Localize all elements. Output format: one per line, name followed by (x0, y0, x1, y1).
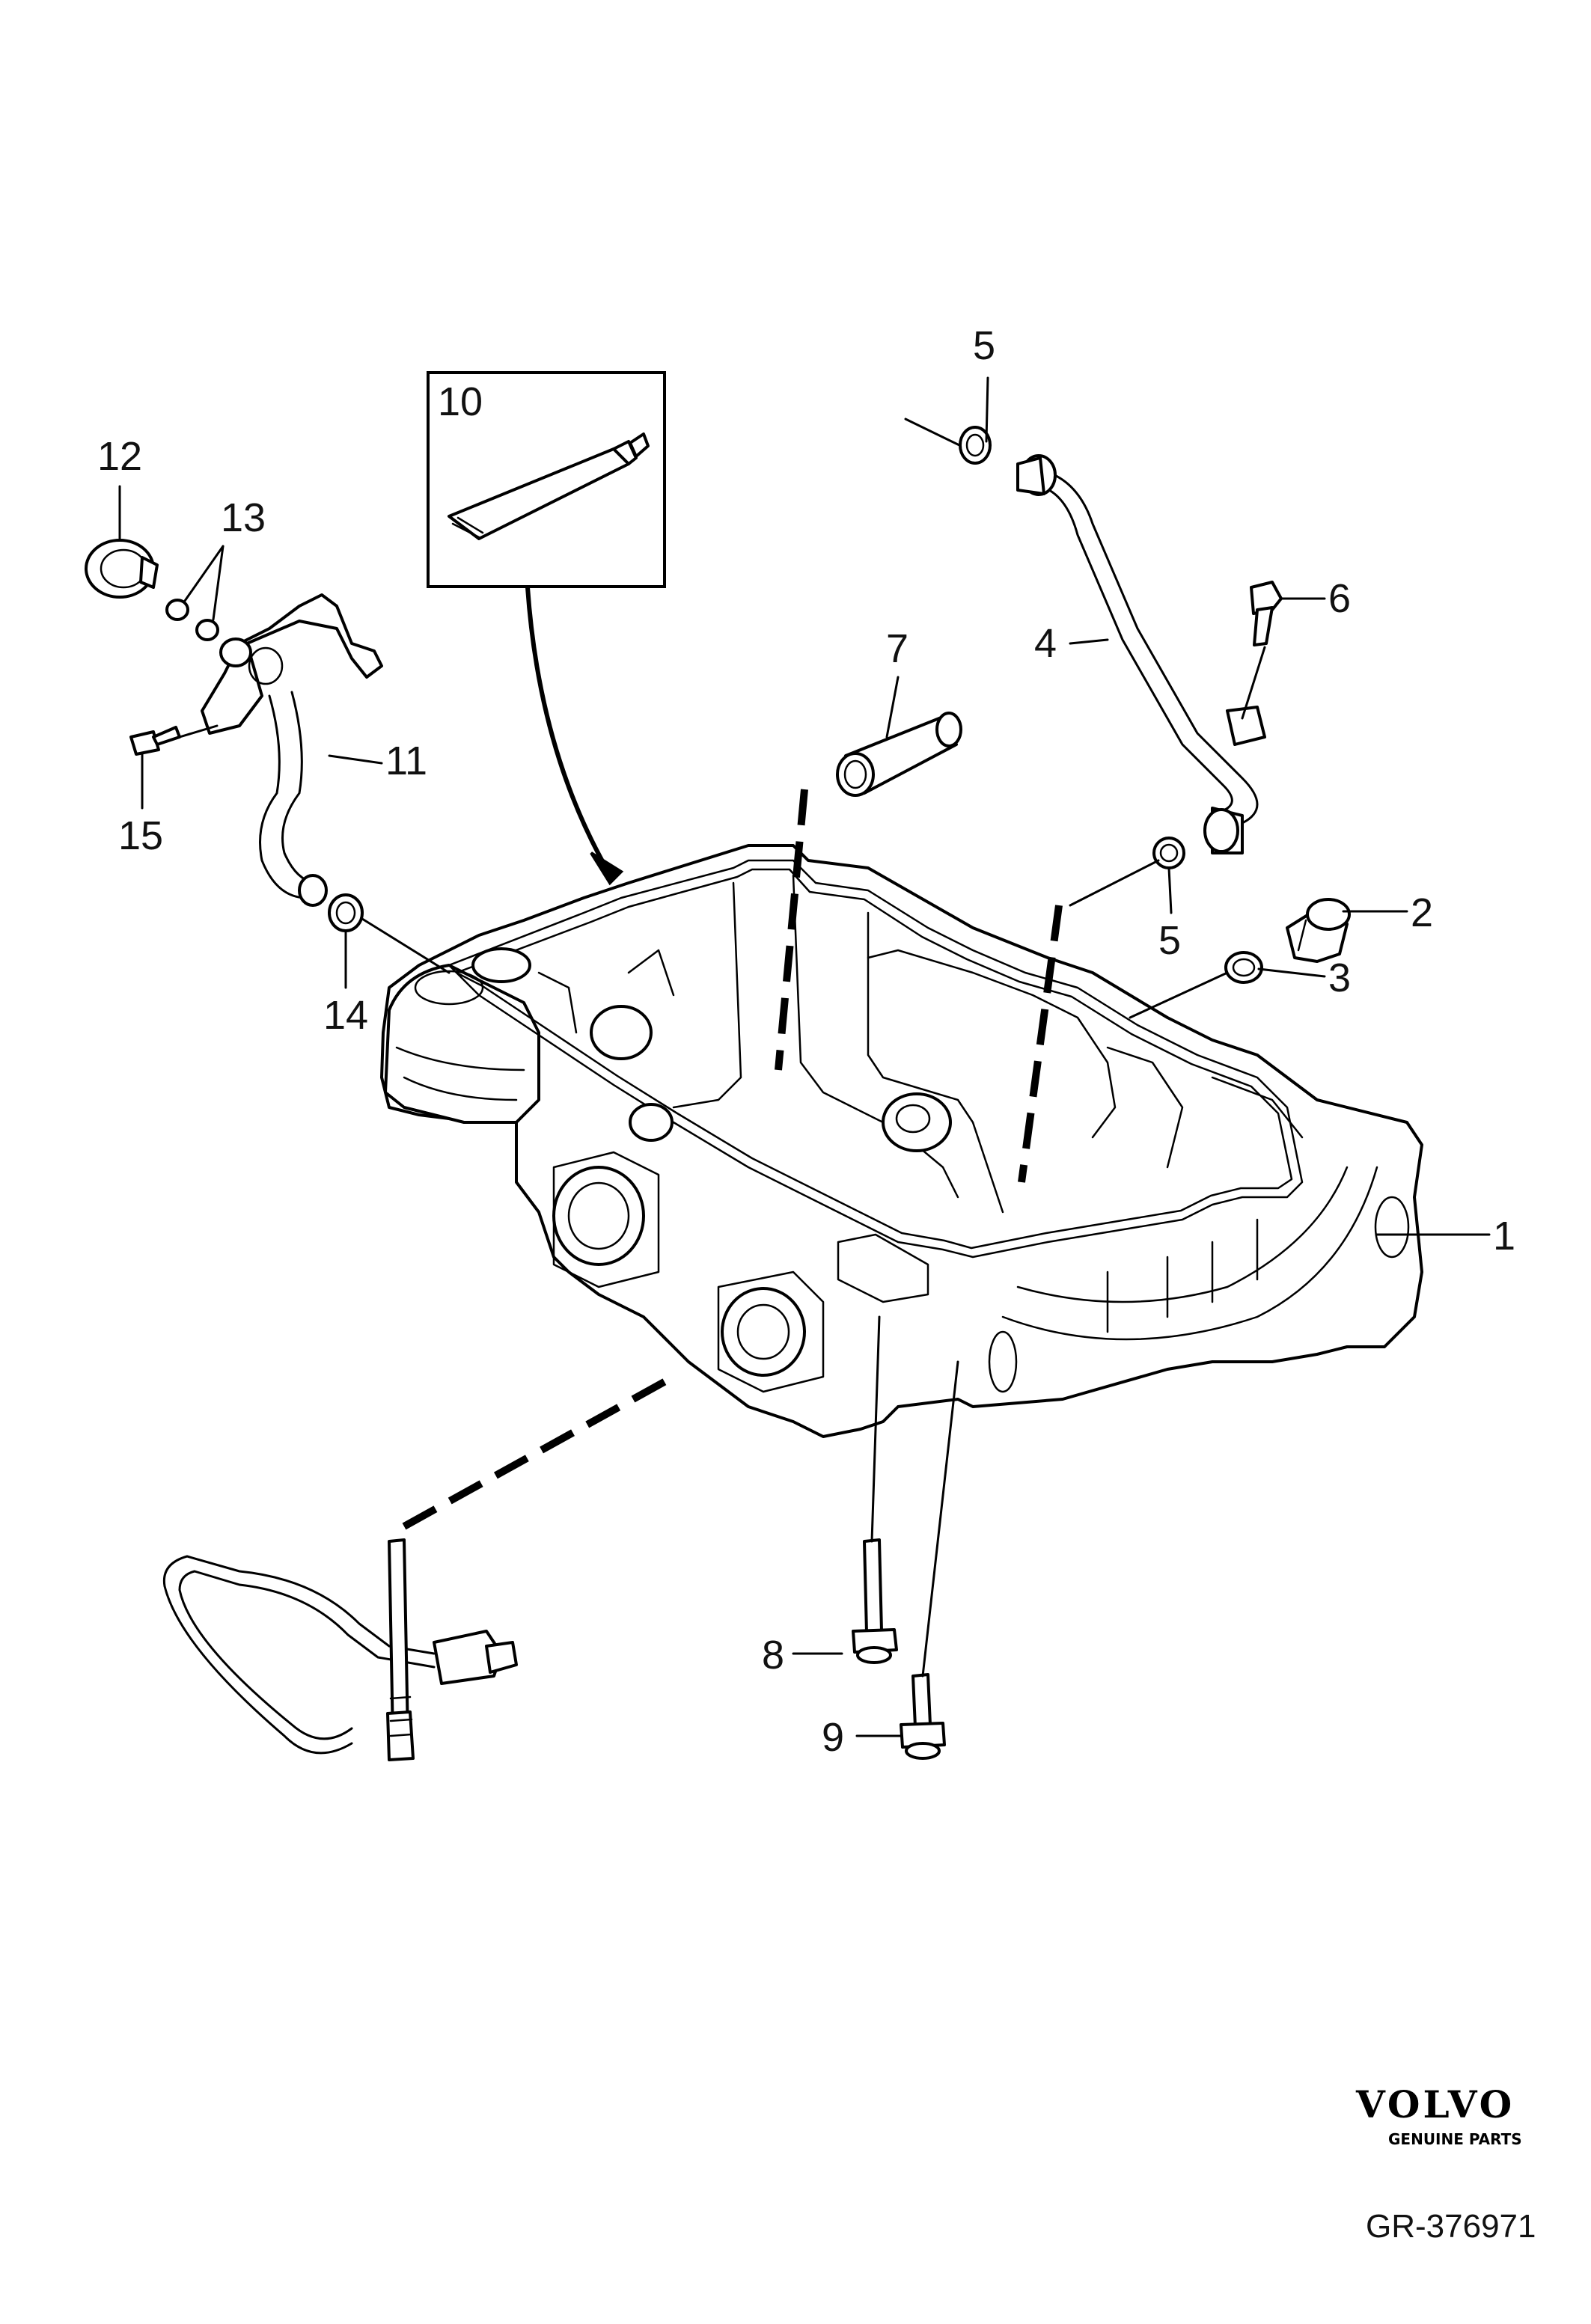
sensor-harness (162, 1538, 518, 1761)
callout-10: 10 (438, 379, 483, 424)
callout-12: 12 (97, 434, 142, 479)
callout-13: 13 (221, 495, 266, 540)
figure-id: GR-376971 (1366, 2208, 1536, 2245)
oil-pan (380, 844, 1423, 1438)
volvo-logo-text: VOLVO (1355, 2082, 1515, 2126)
o-ring-14 (328, 893, 364, 932)
callout-5-top: 5 (973, 323, 995, 368)
sleeve-7 (836, 712, 962, 797)
callout-11: 11 (385, 739, 427, 783)
bolt-15 (129, 726, 181, 756)
cap-12 (85, 539, 159, 599)
callout-7: 7 (886, 626, 909, 671)
callout-8: 8 (762, 1633, 784, 1678)
callout-4: 4 (1034, 621, 1057, 666)
callout-15: 15 (118, 813, 163, 858)
callout-6: 6 (1328, 576, 1351, 621)
callout-5-lower: 5 (1158, 918, 1181, 963)
bolt-8 (852, 1538, 898, 1664)
leader-lines (118, 376, 1491, 1737)
callout-3: 3 (1328, 955, 1351, 1000)
o-rings-13 (165, 599, 252, 667)
genuine-parts-text: GENUINE PARTS (1388, 2130, 1522, 2148)
callout-2: 2 (1411, 890, 1433, 935)
callout-9: 9 (822, 1715, 844, 1760)
drain-plug (1286, 898, 1351, 963)
sealant-box (427, 371, 666, 588)
bolt-9 (900, 1673, 946, 1760)
callout-1: 1 (1493, 1214, 1515, 1259)
bolt-6 (1250, 581, 1283, 646)
breather-pipe (201, 593, 383, 907)
o-ring-lower (1152, 837, 1185, 869)
callout-14: 14 (323, 993, 368, 1038)
sealing-washer (1224, 951, 1263, 984)
oil-pipe (1016, 454, 1266, 854)
